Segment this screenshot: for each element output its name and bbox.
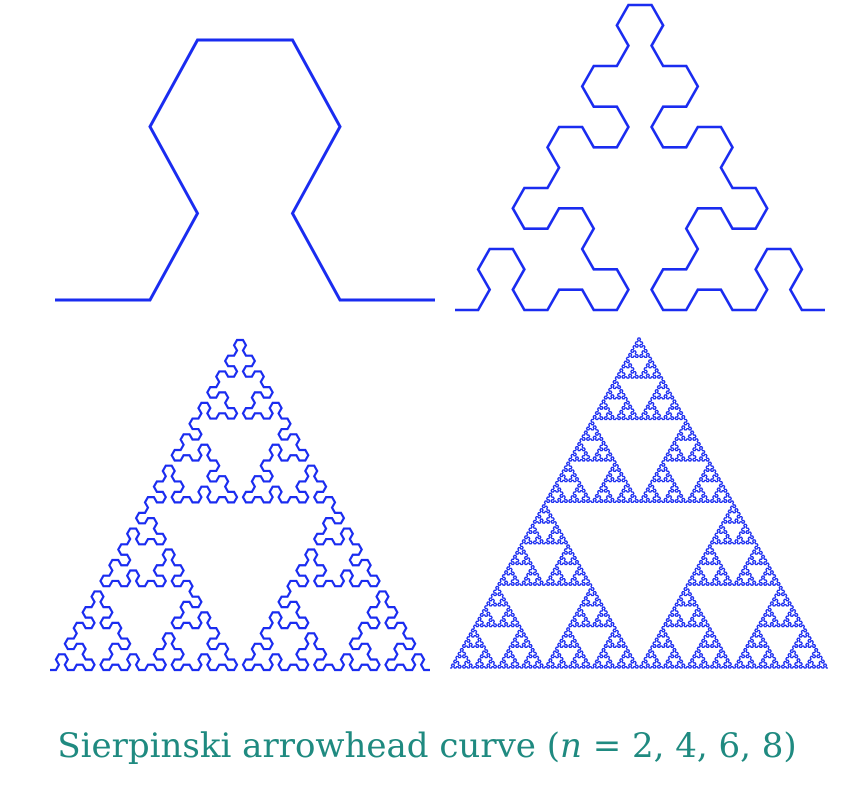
caption-close-paren: ) — [783, 726, 797, 766]
caption-variable: n — [559, 726, 582, 766]
arrowhead-curve-order-4 — [455, 5, 825, 310]
curve-svg-order-4 — [455, 5, 825, 310]
arrowhead-path-order-2 — [55, 40, 435, 300]
arrowhead-path-order-8 — [450, 338, 828, 668]
curve-svg-order-6 — [50, 340, 430, 670]
caption-math: (n = 2, 4, 6, 8) — [547, 726, 797, 766]
arrowhead-curve-order-2 — [55, 40, 435, 300]
arrowhead-curve-order-8 — [450, 338, 828, 668]
caption-equals: = — [581, 726, 632, 766]
caption-values: 2, 4, 6, 8 — [632, 726, 784, 766]
arrowhead-path-order-4 — [455, 5, 825, 310]
curve-svg-order-2 — [55, 40, 435, 300]
figure-caption: Sierpinski arrowhead curve (n = 2, 4, 6,… — [0, 724, 854, 768]
arrowhead-curve-order-6 — [50, 340, 430, 670]
curve-svg-order-8 — [450, 338, 828, 668]
caption-title: Sierpinski arrowhead curve — [57, 726, 536, 766]
caption-open-paren: ( — [546, 726, 560, 766]
arrowhead-path-order-6 — [50, 340, 430, 670]
